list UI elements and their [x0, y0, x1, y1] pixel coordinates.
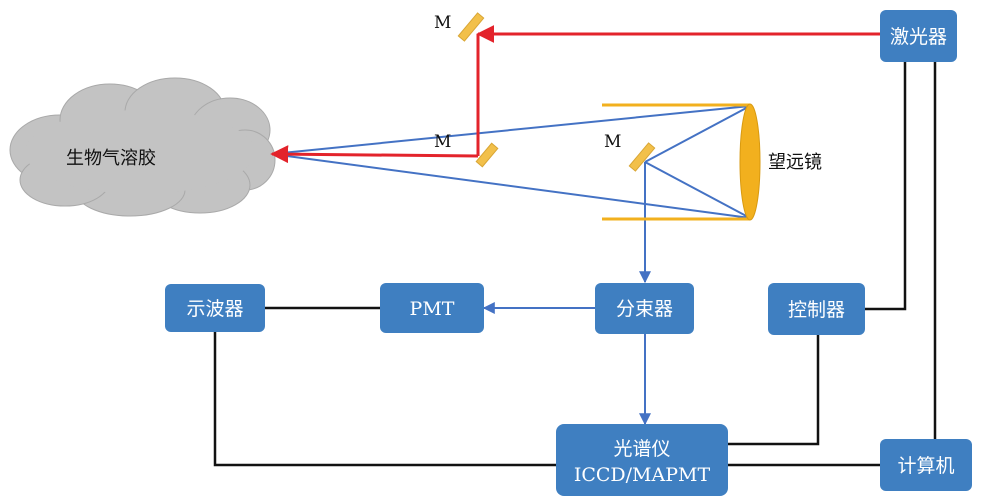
telescope: 望远镜	[602, 103, 822, 221]
cable-oscilloscope-spectrometer	[213, 332, 556, 467]
spectrometer-label-line1: 光谱仪	[613, 438, 670, 460]
aerosol-cloud: 生物气溶胶	[9, 77, 276, 217]
mirror-top	[457, 12, 485, 42]
mirrors	[457, 12, 656, 172]
mirror-middle-label: M	[434, 132, 451, 152]
controller-label: 控制器	[788, 299, 845, 321]
beam-splitter-box: 分束器	[595, 283, 694, 334]
spectrometer-box: 光谱仪 ICCD/MAPMT	[556, 424, 728, 496]
cable-laser-controller	[865, 62, 907, 311]
oscilloscope-label: 示波器	[186, 298, 243, 320]
mirror-telescope	[628, 142, 656, 172]
telescope-label: 望远镜	[768, 152, 822, 173]
beam-middle-mirror-to-cloud	[270, 145, 479, 164]
laser-beam	[270, 25, 880, 164]
computer-label: 计算机	[897, 455, 954, 477]
pmt-label: PMT	[410, 298, 455, 320]
controller-box: 控制器	[768, 283, 865, 335]
cables	[213, 62, 937, 467]
oscilloscope-box: 示波器	[165, 284, 265, 332]
laser-box: 激光器	[880, 10, 957, 62]
pmt-box: PMT	[380, 283, 484, 333]
spectrometer-label-line2: ICCD/MAPMT	[574, 464, 711, 486]
telescope-lens	[739, 103, 761, 221]
cloud-label: 生物气溶胶	[66, 148, 156, 169]
mirror-top-label: M	[434, 13, 451, 33]
beam-splitter-label: 分束器	[616, 298, 673, 320]
computer-box: 计算机	[880, 439, 972, 491]
mirror-middle	[475, 142, 499, 168]
laser-label: 激光器	[890, 26, 947, 48]
cable-controller-spectrometer	[728, 335, 820, 446]
backscatter-lower	[271, 153, 751, 219]
component-boxes: 激光器 控制器 示波器 PMT 分束器 光谱仪 ICCD/MAPMT 计算机	[165, 10, 972, 496]
mirror-telescope-label: M	[604, 132, 621, 152]
